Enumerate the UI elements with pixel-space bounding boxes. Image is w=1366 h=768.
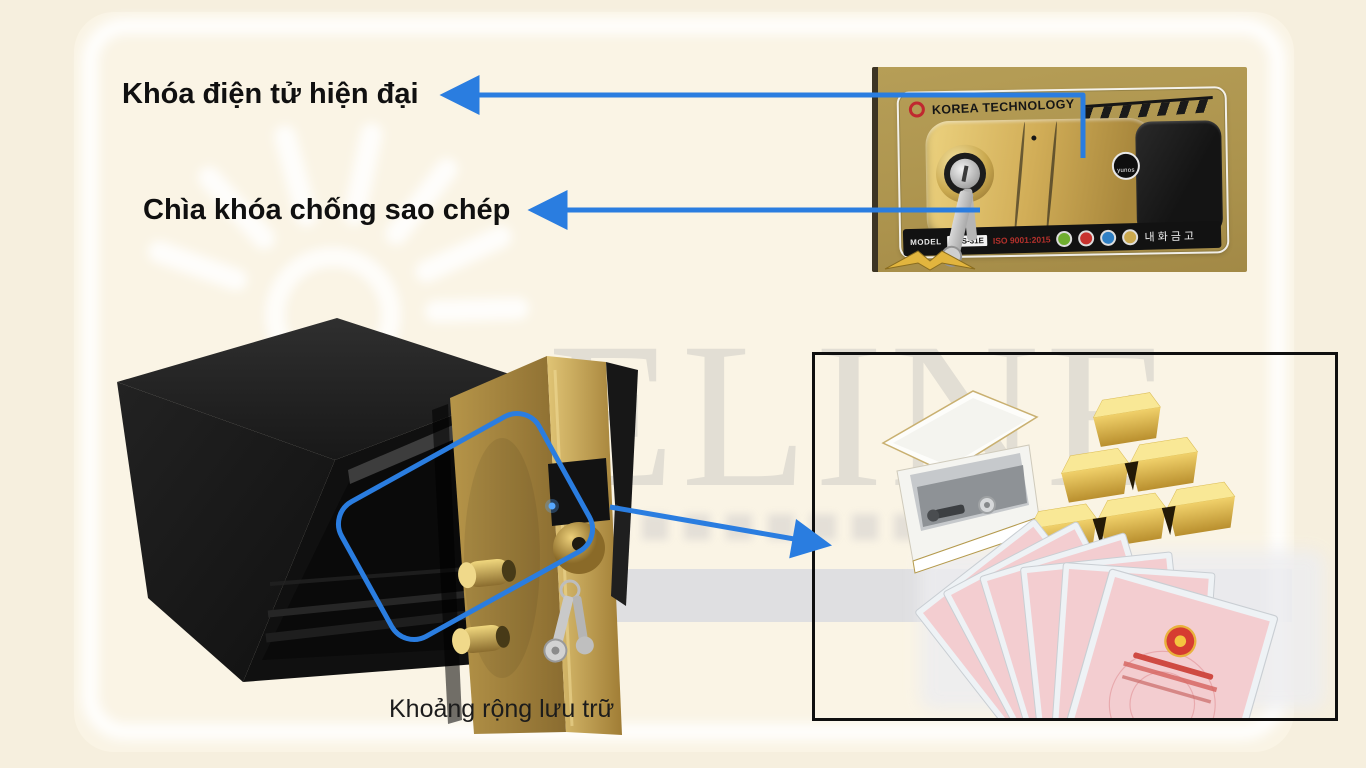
valuables-box bbox=[812, 352, 1338, 721]
door-edge-strip bbox=[872, 67, 878, 272]
certification-logo-icon bbox=[908, 101, 926, 118]
anti-copy-key-label: Chìa khóa chống sao chép bbox=[143, 194, 511, 226]
lock-black-cap bbox=[1135, 120, 1224, 236]
certification-badge-icon bbox=[1100, 229, 1117, 246]
electronic-lock-label: Khóa điện tử hiện đại bbox=[122, 78, 419, 110]
indicator-dot bbox=[1031, 135, 1037, 141]
valuables-illustration bbox=[881, 390, 1325, 718]
safe-photo bbox=[117, 318, 638, 735]
door-bolt bbox=[452, 624, 510, 655]
certificates-illustration bbox=[915, 519, 1279, 718]
certification-badge-icon bbox=[1122, 228, 1139, 245]
book-safe-illustration bbox=[881, 390, 1040, 574]
door-shading bbox=[464, 438, 540, 678]
key-icon bbox=[572, 595, 594, 655]
eagle-emblem-icon bbox=[884, 250, 976, 271]
key-icon bbox=[543, 595, 574, 663]
certification-badge-icon bbox=[1078, 229, 1095, 247]
door-knob-keyhole bbox=[572, 537, 586, 551]
korea-technology-text: KOREA TECHNOLOGY bbox=[931, 96, 1075, 118]
iso-text: ISO 9001:2015 bbox=[992, 233, 1051, 246]
safe-top-face bbox=[117, 318, 537, 460]
korean-text: 내화금고 bbox=[1144, 229, 1198, 244]
storage-space-label: Khoảng rộng lưu trữ bbox=[389, 695, 615, 723]
body-seam bbox=[1013, 121, 1027, 238]
lock-panel-cover: KOREA TECHNOLOGY yunos MODEL YNS-31E ISO… bbox=[899, 88, 1228, 269]
model-label: MODEL bbox=[910, 237, 942, 248]
body-seam bbox=[1045, 121, 1059, 238]
lock-panel-photo: KOREA TECHNOLOGY yunos MODEL YNS-31E ISO… bbox=[872, 67, 1247, 272]
door-outer-face bbox=[611, 504, 631, 606]
door-lock-plate bbox=[548, 458, 610, 526]
door-bolt bbox=[458, 558, 516, 589]
door-outer-face bbox=[606, 362, 638, 513]
led-icon bbox=[548, 502, 556, 510]
vent-stripes-icon bbox=[1084, 96, 1213, 121]
certification-badge-icon bbox=[1056, 230, 1073, 247]
safe-left-face bbox=[117, 382, 335, 682]
